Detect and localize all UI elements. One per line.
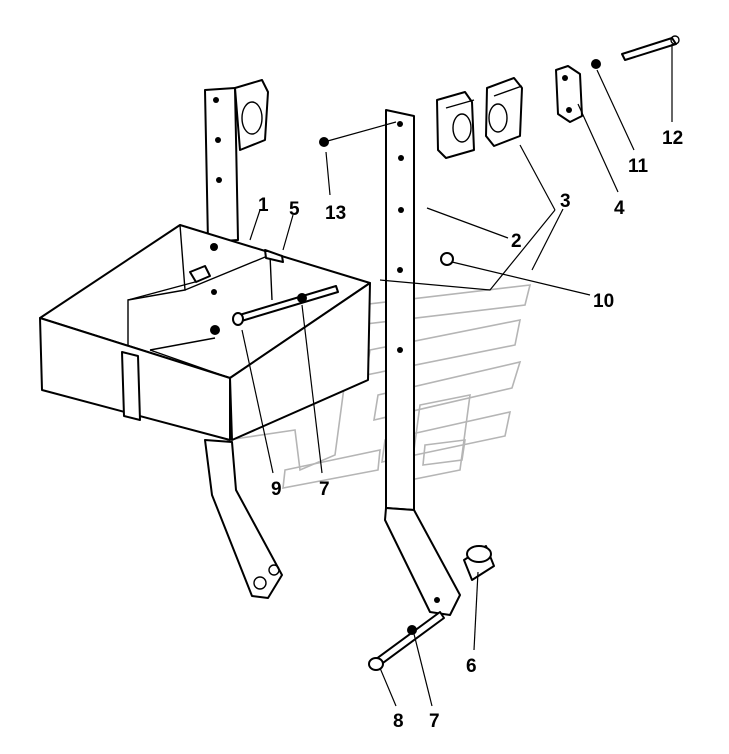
callout-12: 12 xyxy=(662,128,683,149)
washer-10 xyxy=(440,252,454,266)
bolt-and-washer xyxy=(591,35,680,69)
callout-labels: 1 5 2 3 4 11 12 13 10 9 7 6 8 7 xyxy=(258,128,683,732)
callout-4: 4 xyxy=(614,198,625,219)
callout-1: 1 xyxy=(258,195,269,216)
callout-3: 3 xyxy=(560,191,571,212)
callout-2: 2 xyxy=(511,231,522,252)
callout-11: 11 xyxy=(628,156,649,177)
bolt-8 xyxy=(368,611,445,671)
callout-6: 6 xyxy=(466,656,477,677)
bolt-9 xyxy=(232,285,339,326)
tray-assembly xyxy=(39,79,371,599)
split-clamp xyxy=(436,77,523,159)
callout-5: 5 xyxy=(289,199,300,220)
callout-8: 8 xyxy=(393,711,404,732)
callout-13: 13 xyxy=(325,203,346,224)
callout-10: 10 xyxy=(593,291,614,312)
clamp-plate xyxy=(555,65,583,123)
callout-7-upper: 7 xyxy=(319,479,330,500)
bushing-6 xyxy=(463,545,495,581)
upright-bracket xyxy=(384,109,461,616)
callout-7-lower: 7 xyxy=(429,711,440,732)
leader-lines xyxy=(241,44,673,707)
callout-9: 9 xyxy=(271,479,282,500)
